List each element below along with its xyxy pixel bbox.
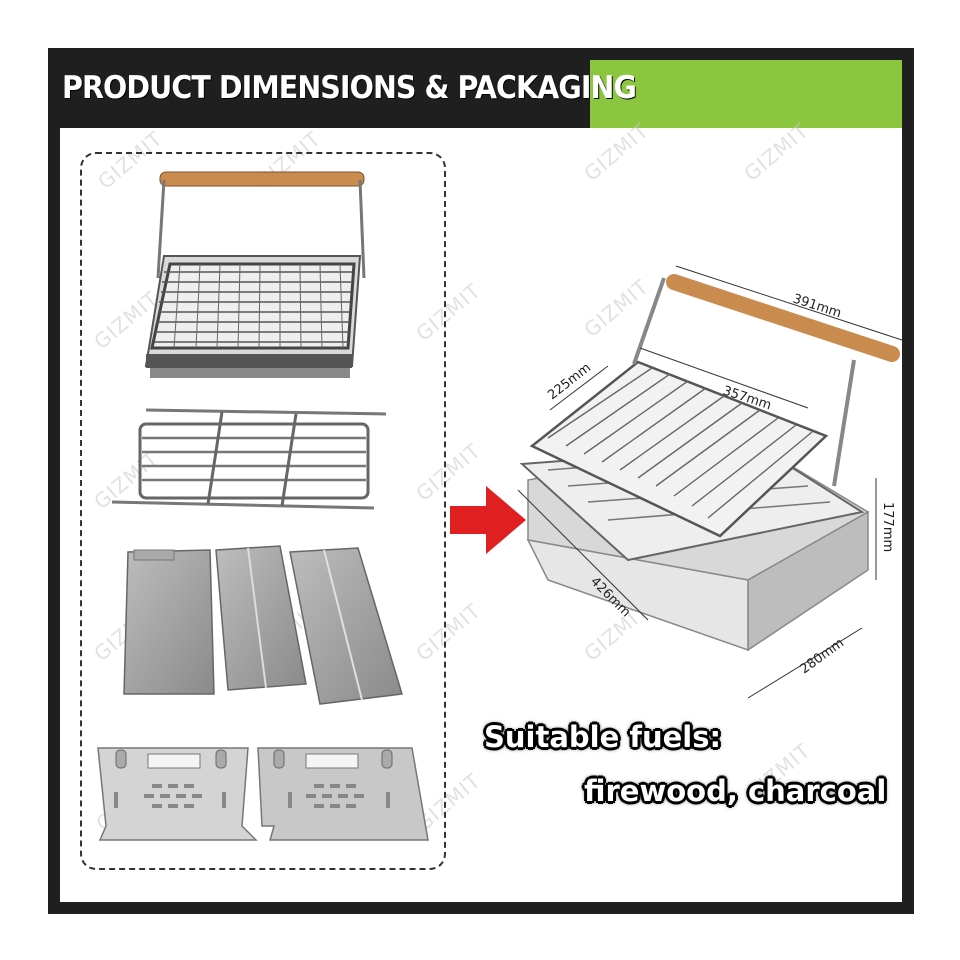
fuel-heading: Suitable fuels:	[484, 720, 722, 754]
dim-280: 280mm	[798, 636, 847, 678]
header-accent-bar	[590, 60, 902, 128]
end-panels-icon	[97, 747, 429, 841]
assembled-grill-diagram: 391mm 225mm 357mm 426mm 280mm 177mm	[517, 265, 903, 699]
right-arrow-icon	[450, 486, 526, 554]
page-title: PRODUCT DIMENSIONS & PACKAGING	[62, 70, 637, 106]
side-panels-icon	[123, 545, 403, 705]
grill-basket-icon	[144, 171, 366, 378]
dim-177: 177mm	[880, 502, 895, 552]
package-contents-box	[80, 152, 446, 870]
cooking-grate-icon	[111, 408, 387, 510]
fuel-types: firewood, charcoal	[584, 774, 887, 808]
